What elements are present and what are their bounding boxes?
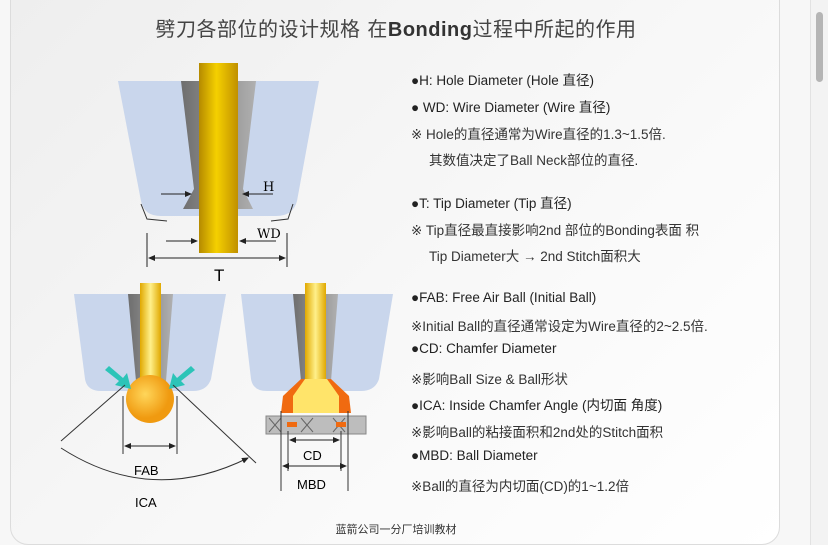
slide-image: 劈刀各部位的设计规格 在Bonding过程中所起的作用 H WD: [10, 0, 780, 545]
label-cd: CD: [303, 448, 322, 463]
title-part: 过程中所起的作用: [472, 17, 637, 41]
desc-line: ●FAB: Free Air Ball (Initial Ball): [411, 290, 597, 305]
wire: [199, 63, 238, 253]
arrow-right: [169, 366, 195, 389]
desc-line: ● WD: Wire Diameter (Wire 直径): [411, 100, 611, 115]
label-ica: ICA: [135, 495, 157, 510]
slide-footer: 蓝箭公司一分厂培训教材: [335, 523, 457, 536]
desc-line: ●ICA: Inside Chamfer Angle (内切面 角度): [411, 398, 663, 413]
desc-line: ※ Tip直径最直接影响2nd 部位的Bonding表面 积: [411, 223, 700, 238]
capillary-diagram: H WD T FAB ICA: [60, 63, 393, 510]
desc-line: ※影响Ball的粘接面积和2nd处的Stitch面积: [411, 425, 664, 440]
desc-line: 其数值决定了Ball Neck部位的直径.: [429, 153, 639, 168]
title-part: 劈刀各部位的设计规格 在: [155, 17, 388, 41]
desc-line: ●T: Tip Diameter (Tip 直径): [411, 196, 572, 211]
label-t: T: [214, 266, 224, 285]
title-bold: Bonding: [387, 19, 473, 41]
label-h: H: [263, 180, 274, 195]
slide-title: 劈刀各部位的设计规格 在Bonding过程中所起的作用: [11, 13, 779, 42]
free-air-ball: [126, 375, 174, 423]
desc-line: Tip Diameter大 → 2nd Stitch面积大: [429, 249, 641, 264]
right-panel: [810, 0, 828, 545]
desc-line: ※Initial Ball的直径通常设定为Wire直径的2~2.5倍.: [411, 319, 708, 334]
label-wd: WD: [257, 227, 281, 242]
desc-line: ※Ball的直径为内切面(CD)的1~1.2倍: [411, 479, 629, 494]
desc-line: ※影响Ball Size & Ball形状: [411, 372, 568, 387]
desc-line: ●MBD: Ball Diameter: [411, 448, 538, 463]
desc-line: ●H: Hole Diameter (Hole 直径): [411, 73, 594, 88]
label-mbd: MBD: [297, 477, 326, 492]
label-fab: FAB: [134, 463, 159, 478]
desc-line: ●CD: Chamfer Diameter: [411, 341, 557, 356]
desc-line: ※ Hole的直径通常为Wire直径的1.3~1.5倍.: [411, 127, 666, 142]
substrate: [265, 415, 367, 435]
arrow-left: [105, 366, 131, 389]
scrollbar-thumb[interactable]: [816, 12, 823, 82]
